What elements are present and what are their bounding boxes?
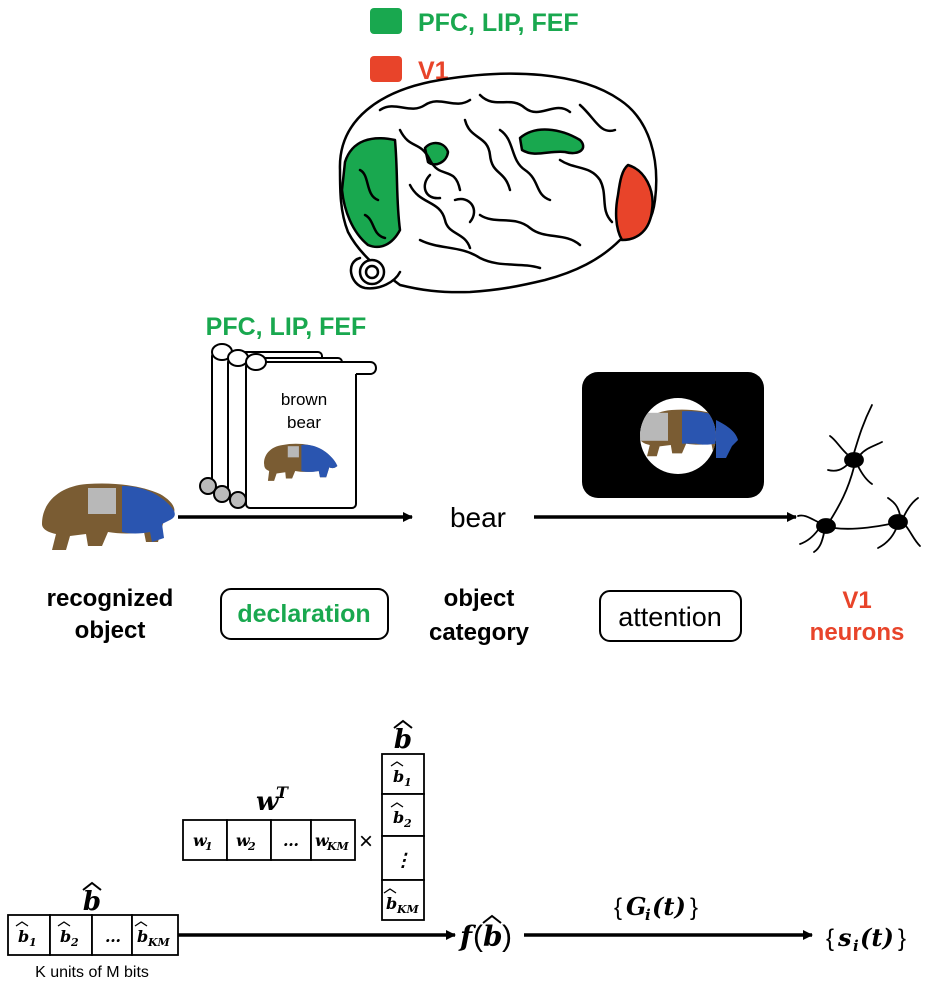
label-declaration: declaration — [237, 600, 370, 628]
brain-region-v1 — [614, 163, 654, 242]
svg-text:2: 2 — [70, 936, 79, 949]
svg-text:(t): (t) — [652, 892, 686, 921]
svg-text:1: 1 — [29, 936, 37, 949]
brain-illustration — [338, 72, 658, 294]
label-recognized-line2: object — [75, 617, 146, 644]
svg-text:s: s — [837, 923, 852, 952]
label-attention: attention — [618, 602, 722, 632]
legend: PFC, LIP, FEF V1 — [370, 8, 579, 85]
s-label: { s i (t) } — [826, 923, 906, 955]
label-v1-line2: neurons — [810, 619, 905, 646]
svg-text:2: 2 — [247, 840, 256, 853]
attention-box — [599, 590, 742, 642]
svg-text:…: … — [105, 927, 121, 946]
w-cell-ellipsis: … — [283, 831, 299, 850]
svg-text:KM: KM — [326, 840, 350, 853]
scroll-bear-icon — [264, 443, 338, 481]
svg-text:KM: KM — [396, 903, 420, 916]
attention-window — [582, 372, 764, 498]
bhat-col-label: b — [393, 719, 413, 755]
svg-text:b: b — [83, 887, 101, 917]
svg-text:w: w — [256, 787, 280, 817]
legend-swatch-green — [370, 8, 402, 34]
svg-text:(t): (t) — [860, 923, 894, 952]
svg-text:i: i — [853, 937, 859, 955]
svg-text:}: } — [690, 894, 698, 921]
svg-text:G: G — [626, 892, 647, 921]
svg-text:{: { — [614, 894, 622, 921]
declaration-box — [220, 588, 389, 640]
bcol-cell-ellipsis: ⋮ — [394, 850, 412, 871]
svg-text:b: b — [137, 927, 148, 946]
svg-text:): ) — [502, 920, 512, 953]
category-word: bear — [450, 502, 506, 533]
w-row-vector — [182, 819, 356, 861]
svg-text:b: b — [483, 920, 503, 953]
legend-label-pfc: PFC, LIP, FEF — [418, 9, 579, 37]
label-category-line2: category — [429, 619, 530, 646]
units-caption: K units of M bits — [35, 964, 149, 981]
svg-text:b: b — [393, 767, 404, 786]
svg-text:1: 1 — [404, 776, 412, 789]
G-label: { G i (t) } — [614, 892, 698, 924]
svg-text:b: b — [386, 894, 397, 913]
w-cell-2: w2 — [236, 831, 256, 853]
label-v1-line1: V1 — [842, 587, 871, 614]
v1-neurons-icon — [797, 404, 921, 553]
svg-text:⋮: ⋮ — [394, 850, 412, 871]
svg-text:1: 1 — [205, 840, 213, 853]
label-category-line1: object — [444, 585, 515, 612]
b-column-vector — [381, 753, 425, 921]
svg-text:b: b — [60, 927, 71, 946]
svg-text:KM: KM — [147, 936, 171, 949]
svg-text:i: i — [645, 906, 651, 924]
recognized-bear-icon — [42, 483, 175, 550]
svg-text:b: b — [394, 725, 412, 755]
svg-text:w: w — [315, 831, 330, 850]
brow-cell-ellipsis: … — [105, 927, 121, 946]
brain-region-fef — [423, 141, 450, 166]
svg-text:T: T — [276, 783, 289, 802]
label-recognized-line1: recognized — [47, 585, 174, 612]
times-sign: × — [359, 828, 373, 855]
svg-text:(: ( — [473, 920, 483, 953]
b-row-vector — [7, 914, 179, 956]
svg-text:w: w — [236, 831, 251, 850]
legend-swatch-red — [370, 56, 402, 82]
svg-text:}: } — [898, 925, 906, 952]
svg-text:b: b — [393, 808, 404, 827]
scroll-region-label: PFC, LIP, FEF — [206, 313, 367, 341]
w-cell-1: w1 — [193, 831, 213, 853]
svg-text:…: … — [283, 831, 299, 850]
scroll-text-line2: bear — [287, 413, 321, 432]
w-cell-km: wKM — [315, 831, 350, 853]
svg-text:{: { — [826, 925, 834, 952]
bhat-row-label: b — [82, 881, 102, 917]
scroll-text-line1: brown — [281, 390, 327, 409]
svg-text:w: w — [193, 831, 208, 850]
brain-region-lip — [518, 128, 585, 155]
wT-label: w T — [256, 783, 289, 817]
svg-text:2: 2 — [403, 817, 412, 830]
f-of-b: f ( b ) — [458, 914, 512, 953]
svg-text:b: b — [18, 927, 29, 946]
